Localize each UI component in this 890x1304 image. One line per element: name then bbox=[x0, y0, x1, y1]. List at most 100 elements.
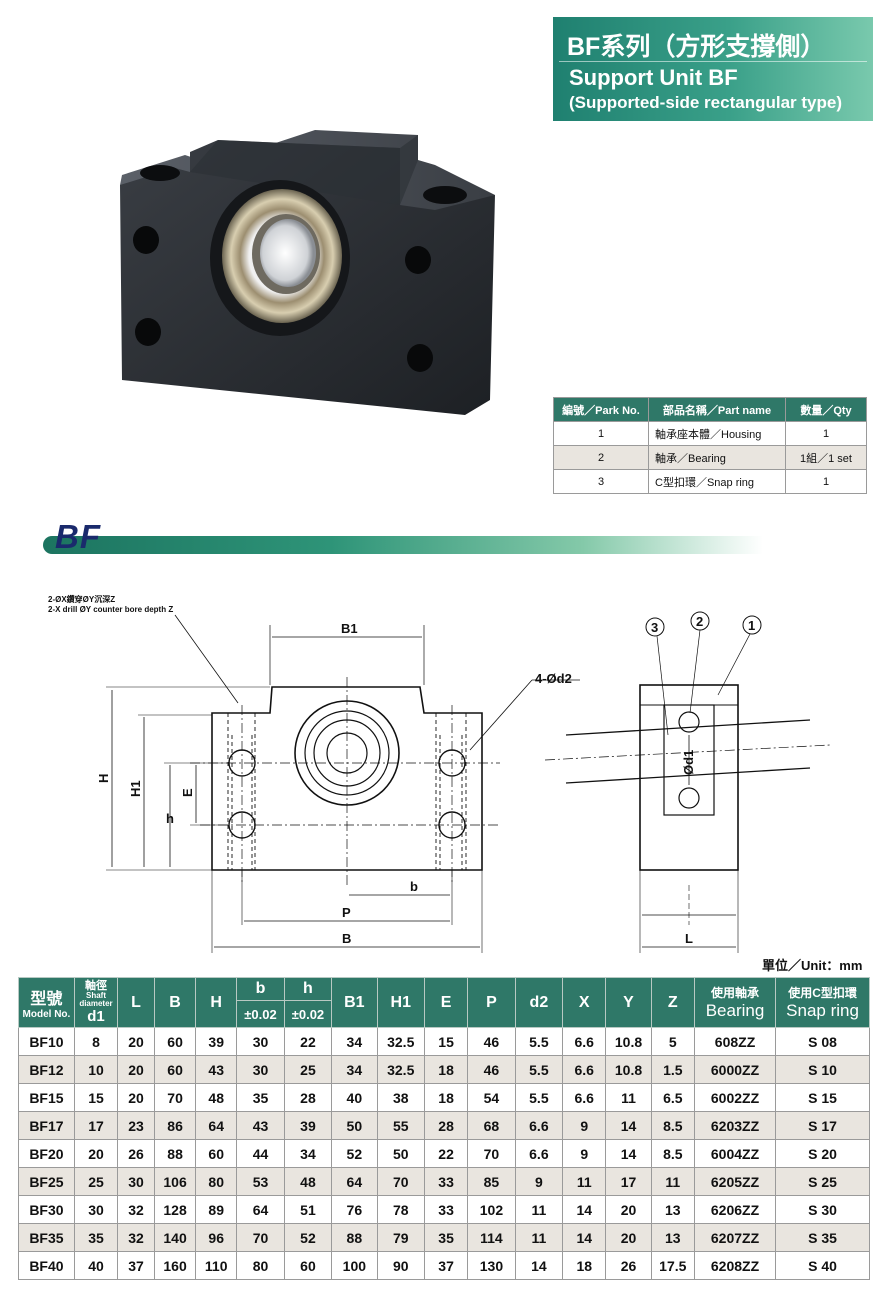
table-cell: 軸承座本體／Housing bbox=[648, 421, 786, 446]
table-cell: 140 bbox=[154, 1223, 197, 1252]
table-cell: 79 bbox=[376, 1223, 425, 1252]
section-label: BF bbox=[55, 518, 101, 555]
table-cell: 20 bbox=[117, 1055, 156, 1084]
table-cell: 28 bbox=[423, 1111, 469, 1140]
table-cell: 20 bbox=[605, 1223, 652, 1252]
header-l: L bbox=[117, 977, 156, 1028]
table-cell: 20 bbox=[605, 1195, 652, 1224]
header-h-lower: h bbox=[283, 977, 333, 1001]
table-cell: 9 bbox=[562, 1139, 607, 1168]
table-cell: 35 bbox=[423, 1223, 469, 1252]
table-cell: 18 bbox=[562, 1251, 607, 1280]
header-tol-h: ±0.02 bbox=[283, 1000, 333, 1028]
spec-header-row-2: ±0.02 ±0.02 bbox=[19, 1000, 870, 1028]
table-cell: 52 bbox=[283, 1223, 333, 1252]
dim-h-lower: h bbox=[166, 811, 174, 826]
dim-b-upper: B bbox=[342, 931, 351, 946]
table-cell: 6.6 bbox=[514, 1111, 564, 1140]
center-lines bbox=[190, 677, 500, 885]
counterbore-hole-left bbox=[140, 165, 180, 181]
table-cell: 22 bbox=[423, 1139, 469, 1168]
table-row: 1 軸承座本體／Housing 1 bbox=[553, 421, 867, 446]
shaft-top bbox=[565, 719, 811, 736]
header-h-upper: H bbox=[195, 977, 238, 1028]
table-cell: 100 bbox=[331, 1251, 378, 1280]
table-cell: 17 bbox=[73, 1111, 119, 1140]
table-cell: S 10 bbox=[775, 1055, 870, 1084]
model-cell: BF35 bbox=[18, 1223, 75, 1252]
table-cell: S 20 bbox=[775, 1139, 870, 1168]
table-cell: 34 bbox=[331, 1055, 378, 1084]
parts-table-header: 編號／Park No. 部品名稱／Part name 數量／Qty bbox=[553, 397, 867, 422]
table-cell: 46 bbox=[467, 1055, 516, 1084]
header-p: P bbox=[467, 977, 516, 1028]
table-cell: 33 bbox=[423, 1167, 469, 1196]
header-shaft: 軸徑 Shaft diameter d1 bbox=[73, 977, 119, 1028]
table-cell: 160 bbox=[154, 1251, 197, 1280]
model-cell: BF10 bbox=[18, 1027, 75, 1056]
table-cell: 9 bbox=[562, 1111, 607, 1140]
table-cell: 110 bbox=[195, 1251, 238, 1280]
shaft-bottom bbox=[565, 767, 811, 784]
table-cell: 8 bbox=[73, 1027, 119, 1056]
table-cell: 25 bbox=[283, 1055, 333, 1084]
table-cell: 102 bbox=[467, 1195, 516, 1224]
table-cell: 114 bbox=[467, 1223, 516, 1252]
table-cell: 30 bbox=[236, 1027, 285, 1056]
table-cell: 6.5 bbox=[650, 1083, 695, 1112]
table-cell: 30 bbox=[236, 1055, 285, 1084]
model-cell: BF12 bbox=[18, 1055, 75, 1084]
table-cell: S 35 bbox=[775, 1223, 870, 1252]
table-cell: 14 bbox=[514, 1251, 564, 1280]
table-cell: 6207ZZ bbox=[693, 1223, 777, 1252]
callout-2: 2 bbox=[696, 614, 703, 629]
table-cell: 32.5 bbox=[376, 1027, 425, 1056]
table-cell: 11 bbox=[650, 1167, 695, 1196]
header-b-lower: b bbox=[236, 977, 285, 1001]
model-cell: BF25 bbox=[18, 1167, 75, 1196]
table-cell: 30 bbox=[73, 1195, 119, 1224]
table-cell: 14 bbox=[605, 1111, 652, 1140]
title-subtitle: (Supported-side rectangular type) bbox=[569, 93, 842, 112]
title-divider bbox=[559, 61, 867, 62]
table-cell: C型扣環／Snap ring bbox=[648, 469, 786, 494]
header-tol-b: ±0.02 bbox=[236, 1000, 285, 1028]
header-e: E bbox=[423, 977, 469, 1028]
table-cell: 6.6 bbox=[562, 1055, 607, 1084]
table-cell: 軸承／Bearing bbox=[648, 445, 786, 470]
table-cell: 48 bbox=[195, 1083, 238, 1112]
parts-header-name: 部品名稱／Part name bbox=[648, 397, 786, 422]
header-model-en: Model No. bbox=[22, 1009, 71, 1020]
table-cell: 6000ZZ bbox=[693, 1055, 777, 1084]
side-view-outline bbox=[639, 684, 739, 871]
table-cell: 46 bbox=[467, 1027, 516, 1056]
table-cell: 88 bbox=[154, 1139, 197, 1168]
dim-d1: Ød1 bbox=[681, 750, 696, 775]
table-cell: 10.8 bbox=[605, 1055, 652, 1084]
table-cell: 8.5 bbox=[650, 1111, 695, 1140]
table-cell: 76 bbox=[331, 1195, 378, 1224]
table-cell: 9 bbox=[514, 1167, 564, 1196]
table-cell: 14 bbox=[605, 1139, 652, 1168]
table-cell: 32 bbox=[117, 1223, 156, 1252]
mount-hole-2 bbox=[135, 318, 161, 346]
table-row: 2 軸承／Bearing 1組／1 set bbox=[553, 445, 867, 470]
section-banner-bar bbox=[43, 536, 763, 554]
table-cell: 25 bbox=[73, 1167, 119, 1196]
header-shaft-en2: diameter bbox=[79, 998, 113, 1008]
table-cell: 51 bbox=[283, 1195, 333, 1224]
table-cell: 26 bbox=[605, 1251, 652, 1280]
spec-header-row-1: 型號 Model No. 軸徑 Shaft diameter d1 L B H … bbox=[18, 977, 870, 1028]
model-cell: BF40 bbox=[18, 1251, 75, 1280]
table-cell: 1 bbox=[785, 469, 867, 494]
table-cell: 50 bbox=[376, 1139, 425, 1168]
table-cell: 85 bbox=[467, 1167, 516, 1196]
table-cell: 34 bbox=[283, 1139, 333, 1168]
header-snap-cn: 使用C型扣環 bbox=[788, 986, 857, 1000]
table-cell: 6.6 bbox=[514, 1139, 564, 1168]
table-cell: 80 bbox=[236, 1251, 285, 1280]
